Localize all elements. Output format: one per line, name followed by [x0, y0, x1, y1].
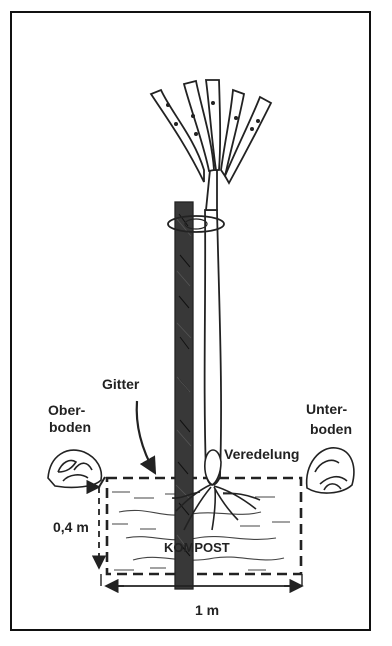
unterboden-label-line2: boden	[310, 421, 352, 437]
stake-icon	[175, 202, 193, 589]
unterboden-label-line1: Unter-	[306, 401, 348, 417]
young-tree-icon	[151, 80, 271, 485]
topsoil-heap-icon	[48, 450, 101, 487]
oberboden-label-line1: Ober-	[48, 402, 86, 418]
veredelung-label: Veredelung	[224, 446, 299, 462]
subsoil-heap-icon	[307, 448, 354, 493]
oberboden-label-line2: boden	[49, 419, 91, 435]
width-label: 1 m	[195, 602, 219, 618]
depth-label: 0,4 m	[53, 519, 89, 535]
gitter-label: Gitter	[102, 376, 140, 392]
planting-pit-icon	[107, 478, 301, 574]
pit-base-marks	[101, 574, 302, 586]
gitter-arrow-icon	[137, 401, 155, 473]
kompost-label: KOMPOST	[164, 540, 230, 555]
depth-arrow-icon	[99, 477, 105, 568]
